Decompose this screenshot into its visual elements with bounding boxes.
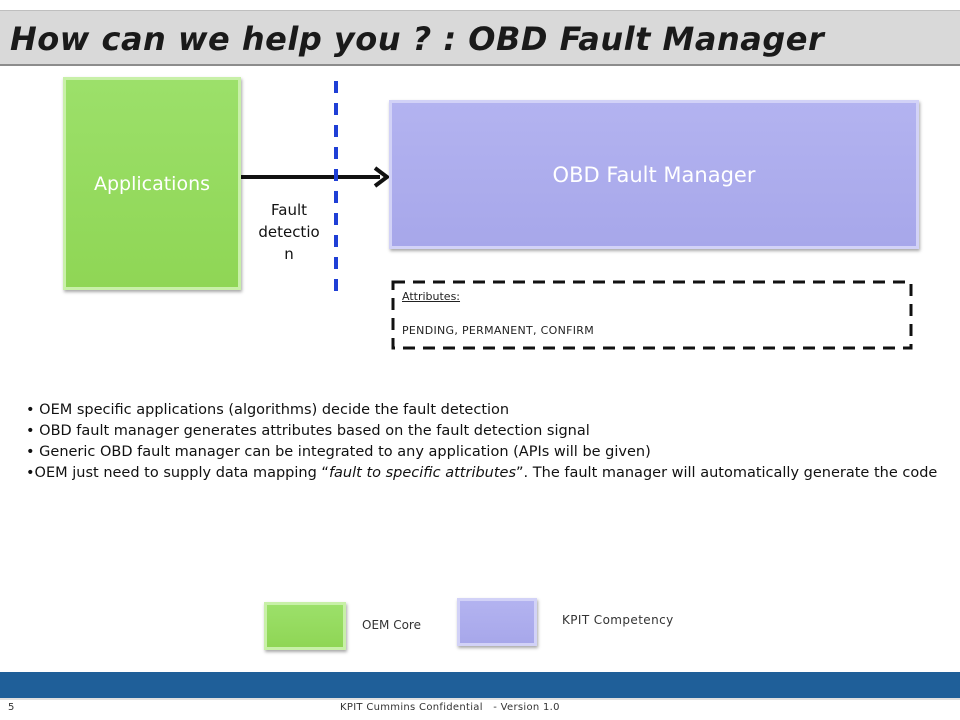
bullet-text: ”. The fault manager will automatically … bbox=[516, 465, 938, 481]
attributes-dashed-border bbox=[391, 280, 913, 350]
bullet-item: •OEM just need to supply data mapping “f… bbox=[26, 463, 946, 484]
title-bar: How can we help you ? : OBD Fault Manage… bbox=[0, 10, 960, 66]
bullet-item: • OBD fault manager generates attributes… bbox=[26, 423, 590, 439]
fault-detection-line: n bbox=[284, 245, 294, 263]
footer-band bbox=[0, 672, 960, 698]
obd-fault-manager-label: OBD Fault Manager bbox=[552, 162, 756, 187]
bullet-emphasis: fault to specific attributes bbox=[328, 465, 517, 481]
fault-detection-line: detectio bbox=[258, 223, 320, 241]
legend-oem-core-label: OEM Core bbox=[362, 618, 421, 632]
legend-kpit-competency-swatch bbox=[457, 598, 537, 646]
bullet-item: • Generic OBD fault manager can be integ… bbox=[26, 444, 651, 460]
attributes-values: PENDING, PERMANENT, CONFIRM bbox=[402, 324, 595, 337]
slide-title: How can we help you ? : OBD Fault Manage… bbox=[10, 20, 825, 58]
bullet-text: •OEM just need to supply data mapping “ bbox=[26, 465, 329, 481]
legend-kpit-competency-label: KPIT Competency bbox=[562, 613, 674, 627]
arrow-head bbox=[373, 166, 391, 188]
bullet-list: • OEM specific applications (algorithms)… bbox=[26, 400, 946, 484]
fault-detection-line: Fault bbox=[271, 201, 307, 219]
footer-divider bbox=[0, 698, 960, 700]
attributes-box: Attributes: PENDING, PERMANENT, CONFIRM bbox=[391, 280, 913, 350]
fault-detection-label: Fault detectio n bbox=[254, 199, 324, 265]
attributes-title: Attributes: bbox=[402, 290, 461, 303]
page-number: 5 bbox=[8, 702, 15, 713]
applications-box: Applications bbox=[63, 77, 241, 290]
applications-label: Applications bbox=[93, 172, 211, 195]
obd-fault-manager-box: OBD Fault Manager bbox=[389, 100, 919, 249]
footer-confidential: KPIT Cummins Confidential - Version 1.0 bbox=[340, 702, 560, 713]
legend-oem-core-swatch bbox=[264, 602, 346, 650]
bullet-item: • OEM specific applications (algorithms)… bbox=[26, 402, 510, 418]
